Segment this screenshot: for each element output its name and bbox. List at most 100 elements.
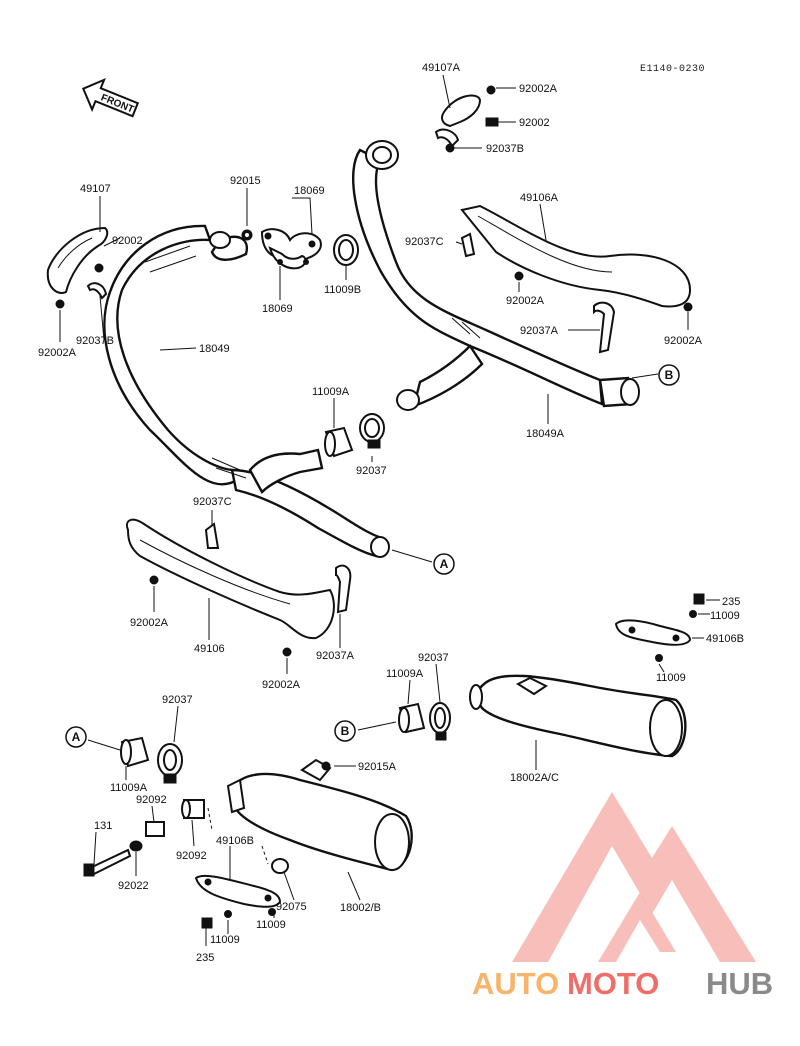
nut-92037B-top: [445, 143, 455, 153]
connector-B-upper: B: [658, 364, 680, 386]
label-92037-lower: 92037: [162, 694, 193, 706]
heat-shield-49107: [46, 226, 109, 294]
label-11009-right1: 11009: [710, 610, 740, 622]
label-18069-a: 18069: [294, 185, 325, 197]
diagram-ref-code: E1140-0230: [640, 64, 705, 75]
nut-92015: [241, 229, 253, 241]
label-18049A: 18049A: [526, 428, 565, 440]
heat-shield-49106: [126, 518, 335, 640]
label-92037A-left: 92037A: [316, 650, 355, 662]
exhaust-pipe-18049A: [351, 140, 640, 411]
label-92015: 92015: [230, 175, 261, 187]
nut-92015A: [321, 761, 331, 771]
grommet-92075: [271, 858, 289, 874]
label-92002A-left3: 92002A: [262, 679, 301, 691]
exhaust-pipe-18049: [103, 224, 390, 558]
automotohub-logo: AUTO MOTO HUB: [472, 792, 773, 1001]
bolt-92002-left: [94, 263, 104, 273]
clamp-92037-lower: [157, 743, 183, 784]
muffler-18002B: [226, 758, 413, 872]
logo-word-moto: MOTO: [567, 966, 659, 1001]
label-11009A-lower: 11009A: [110, 782, 148, 794]
svg-text:A: A: [72, 730, 81, 744]
spacer-92092-b: [181, 799, 205, 819]
heat-shield-49106A: [460, 204, 692, 308]
label-49106A: 49106A: [520, 192, 559, 204]
spacer-92092-a: [145, 821, 165, 837]
label-92002A-right2: 92002A: [664, 335, 703, 347]
label-92002A-top: 92002A: [519, 83, 558, 95]
bolt-92002A-right2: [683, 302, 693, 312]
part-labels: 49107A 92002A 92002 92037B 49107 92002 9…: [38, 62, 744, 964]
label-49106B-lower: 49106B: [216, 835, 254, 847]
flange-18069-lower: [268, 246, 309, 270]
clamp-92037C-right: [460, 232, 476, 258]
front-arrow-icon: FRONT: [81, 77, 140, 118]
gasket-11009A-mid: [324, 426, 354, 458]
gasket-11009B: [333, 234, 359, 266]
label-92037A-right: 92037A: [520, 325, 559, 337]
clamp-92037-right: [429, 702, 451, 741]
connector-B-lower: B: [334, 720, 356, 742]
label-131: 131: [94, 820, 112, 832]
connector-A-lower: A: [65, 726, 87, 748]
clamp-92037A-left: [335, 564, 352, 614]
washer-11009-lower1: [224, 910, 232, 918]
svg-text:B: B: [341, 724, 350, 738]
clamp-92037C-left: [204, 522, 220, 549]
label-92037-right: 92037: [418, 652, 449, 664]
label-92037-mid: 92037: [356, 465, 387, 477]
label-18069-b: 18069: [262, 303, 293, 315]
clamp-92037B-left: [86, 282, 108, 300]
label-49107A: 49107A: [422, 62, 461, 74]
label-92037C-left: 92037C: [193, 496, 232, 508]
clamp-92037A-right: [593, 301, 616, 354]
bolt-235-lower: [201, 917, 213, 929]
svg-text:A: A: [440, 557, 449, 571]
label-92002A-left2: 92002A: [130, 617, 169, 629]
logo-word-hub: HUB: [706, 966, 773, 1001]
washer-11009-right2: [655, 654, 663, 662]
bolt-92002A-right1: [514, 271, 524, 281]
label-92015A: 92015A: [358, 761, 397, 773]
label-49106B-right: 49106B: [706, 633, 744, 645]
label-235-right: 235: [722, 596, 740, 608]
logo-word-auto: AUTO: [472, 966, 559, 1001]
bracket-49106B-lower: [194, 874, 282, 908]
label-11009-lower1: 11009: [210, 934, 240, 946]
bolt-92002A-top: [486, 85, 496, 95]
label-92002A-right1: 92002A: [506, 295, 545, 307]
label-92002-top: 92002: [519, 117, 550, 129]
label-92002-left: 92002: [112, 235, 143, 247]
label-92037B-left: 92037B: [76, 335, 114, 347]
logo-triangle-mark: [512, 792, 756, 962]
bolt-92002-top: [485, 117, 499, 127]
label-92037C-right: 92037C: [405, 236, 444, 248]
label-92075: 92075: [276, 901, 307, 913]
leader-lines: [59, 74, 720, 946]
bolt-235-right: [693, 593, 705, 605]
connector-A-upper: A: [433, 553, 455, 575]
label-18049: 18049: [199, 343, 230, 355]
bracket-49106B-right: [614, 619, 692, 646]
label-92022: 92022: [118, 880, 149, 892]
label-11009A-right: 11009A: [386, 668, 424, 680]
label-11009A-mid: 11009A: [312, 386, 350, 398]
washer-11009-lower2: [268, 908, 276, 916]
clamp-92037-mid: [359, 413, 385, 449]
gasket-11009A-lower: [120, 736, 150, 768]
label-92002A-left: 92002A: [38, 347, 77, 359]
bolt-92002A-left2: [149, 575, 159, 585]
label-92092-a: 92092: [136, 794, 167, 806]
washer-11009-right1: [689, 610, 697, 618]
label-18002B: 18002/B: [340, 902, 381, 914]
label-92092-b: 92092: [176, 850, 207, 862]
gasket-11009A-right: [398, 702, 426, 734]
heat-shield-49107A: [434, 94, 482, 148]
bolt-92002A-left3: [282, 647, 292, 657]
svg-text:B: B: [665, 368, 674, 382]
label-11009-right2: 11009: [656, 672, 686, 684]
label-11009-lower2: 11009: [256, 919, 286, 931]
washer-92022: [129, 840, 143, 852]
